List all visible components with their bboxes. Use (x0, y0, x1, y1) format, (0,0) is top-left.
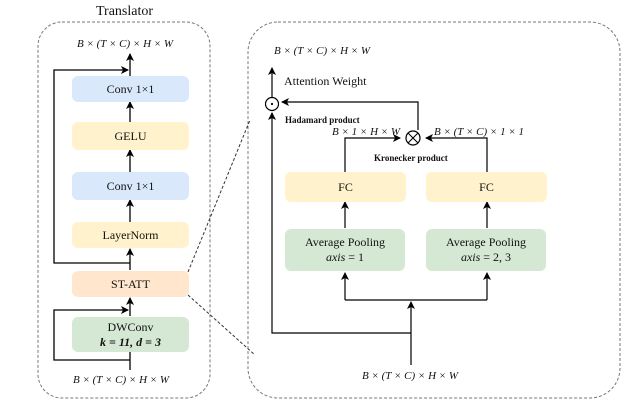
block-label: Average Pooling (304, 235, 386, 249)
right-shape: B × (T × C) × 1 × 1 (434, 126, 524, 138)
block-label: Conv 1×1 (106, 178, 155, 193)
block-conv1x1-top: Conv 1×1 (72, 76, 189, 102)
axis-name: axis (460, 250, 481, 264)
block-label: GELU (114, 128, 147, 143)
translator-input-shape: B × (T × C) × H × W (73, 374, 170, 386)
block-label: ST-ATT (111, 276, 150, 291)
kron-to-hadamard (281, 98, 419, 130)
block-label: Average Pooling (445, 235, 527, 249)
block-label: FC (338, 179, 353, 194)
avg-pool-left: Average Pooling axis = 1 (285, 229, 405, 271)
block-st-att: ST-ATT (72, 271, 189, 297)
block-label: LayerNorm (102, 227, 159, 242)
attention-weight-label: Attention Weight (284, 74, 367, 88)
block-sublabel: k = 11, d = 3 (99, 334, 161, 349)
left-shape: B × 1 × H × W (332, 126, 401, 138)
fc-right: FC (426, 172, 547, 202)
block-conv1x1-bottom: Conv 1×1 (72, 172, 189, 200)
block-layernorm: LayerNorm (72, 222, 189, 248)
skip-dwconv (53, 306, 130, 361)
block-gelu: GELU (72, 122, 189, 150)
fc-right-to-kron (425, 134, 488, 172)
zoom-line-top (187, 119, 251, 273)
skip-st-att (268, 112, 411, 334)
st-att-input-shape: B × (T × C) × H × W (362, 370, 459, 382)
zoom-line-bottom (187, 294, 256, 356)
translator-output-shape: B × (T × C) × H × W (77, 38, 174, 50)
axis-name: axis (325, 250, 346, 264)
st-att-output-shape: B × (T × C) × H × W (274, 45, 371, 57)
block-label: FC (479, 179, 494, 194)
kronecker-label: Kronecker product (374, 153, 448, 163)
axis-value: = 1 (348, 250, 365, 264)
axis-spec: axis = 1 (326, 250, 364, 265)
translator-container (37, 21, 211, 399)
axis-spec: axis = 2, 3 (461, 250, 511, 265)
hadamard-label: Hadamard product (285, 115, 360, 125)
block-dwconv: DWConv k = 11, d = 3 (72, 317, 189, 352)
fc-left: FC (285, 172, 406, 202)
block-label: DWConv (107, 319, 154, 334)
translator-title: Translator (96, 4, 154, 19)
skip-main (53, 66, 130, 264)
axis-value: = 2, 3 (483, 250, 512, 264)
st-att-container (247, 21, 621, 399)
fc-left-to-kron (344, 134, 401, 172)
block-label: Conv 1×1 (106, 81, 155, 96)
avg-pool-right: Average Pooling axis = 2, 3 (426, 229, 546, 271)
